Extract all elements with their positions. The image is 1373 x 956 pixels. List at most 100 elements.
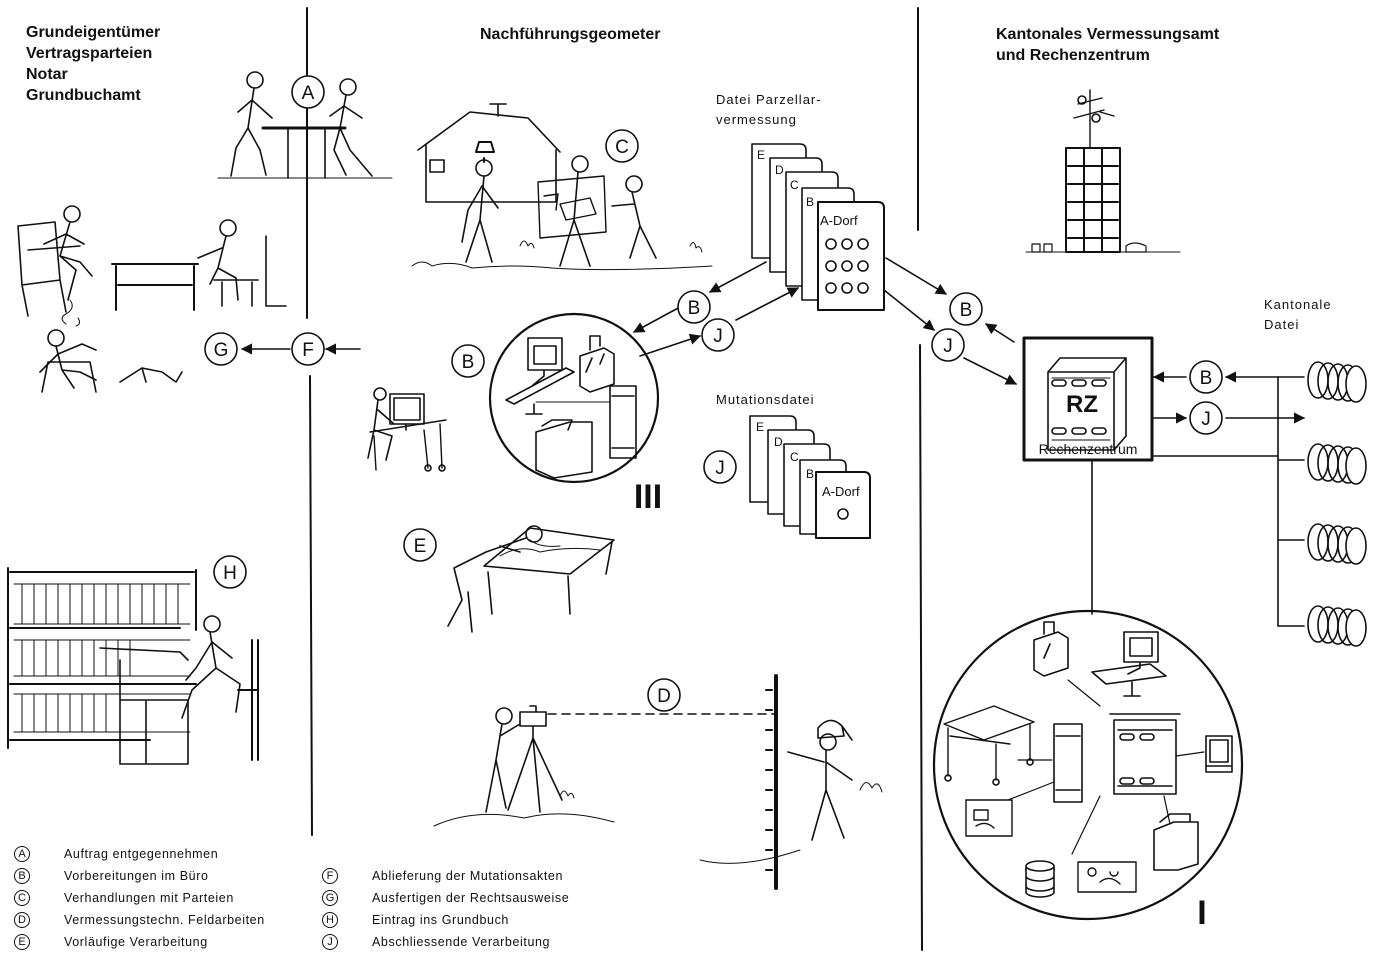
- marker-j-center: J: [701, 318, 735, 352]
- rz-abbr: RZ: [1066, 391, 1098, 418]
- svg-text:B: B: [806, 467, 814, 481]
- marker-e: E: [403, 528, 437, 562]
- card-stack-parzellar: [751, 143, 885, 311]
- label-parzellar: Datei Parzellar- vermessung: [716, 92, 822, 127]
- marker-g: G: [204, 332, 238, 366]
- svg-text:E: E: [414, 536, 427, 557]
- legend-text: Vorläufige Verarbeitung: [64, 935, 208, 949]
- scene-a-meeting: [217, 71, 393, 179]
- label-mutation: Mutationsdatei: [716, 392, 815, 407]
- legend-item-h: H Eintrag ins Grundbuch: [322, 912, 508, 932]
- legend-key: E: [14, 934, 30, 950]
- legend-text: Ausfertigen der Rechtsausweise: [372, 891, 570, 905]
- svg-text:F: F: [302, 340, 314, 361]
- legend-item-b: B Vorbereitungen im Büro: [14, 868, 208, 888]
- legend-text: Vorbereitungen im Büro: [64, 869, 209, 883]
- marker-j-kantonal: J: [1189, 401, 1223, 435]
- marker-j-mutation: J: [703, 450, 737, 484]
- divider-left-lower: [309, 375, 313, 836]
- svg-text:D: D: [657, 686, 671, 707]
- card-letters: E D C B A-Dorf E D C B A-Dorf: [756, 148, 860, 499]
- legend-key: C: [14, 890, 30, 906]
- svg-text:C: C: [790, 450, 799, 464]
- svg-text:C: C: [615, 137, 629, 158]
- svg-text:B: B: [960, 300, 973, 321]
- scene-e-drawing: [447, 525, 615, 633]
- svg-text:J: J: [943, 336, 953, 357]
- legend-item-c: C Verhandlungen mit Parteien: [14, 890, 233, 910]
- marker-j-rz: J: [931, 328, 965, 362]
- marker-d: D: [647, 678, 681, 712]
- svg-text:J: J: [713, 326, 723, 347]
- legend-item-d: D Vermessungstechn. Feldarbeiten: [14, 912, 264, 932]
- legend-item-j: J Abschliessende Verarbeitung: [322, 934, 550, 954]
- column-title-kanton: Kantonales Vermessungsamt und Rechenzent…: [996, 26, 1220, 64]
- legend-text: Ablieferung der Mutationsakten: [372, 869, 564, 883]
- computer-system-small: [488, 312, 660, 484]
- svg-text:B: B: [1200, 368, 1213, 389]
- marker-b-rz: B: [949, 292, 983, 326]
- scene-office-left: [17, 205, 287, 327]
- legend-text: Eintrag ins Grundbuch: [372, 913, 509, 927]
- svg-text:E: E: [756, 420, 764, 434]
- marker-c: C: [605, 129, 639, 163]
- legend-item-f: F Ablieferung der Mutationsakten: [322, 868, 562, 888]
- legend-key: F: [322, 868, 338, 884]
- legend-item-e: E Vorläufige Verarbeitung: [14, 934, 207, 954]
- tape-reels: [1307, 361, 1367, 647]
- column-title-parties: Grundeigentümer Vertragsparteien Notar G…: [26, 24, 161, 104]
- legend-key: A: [14, 846, 30, 862]
- flow-rz-kantonal: [1091, 371, 1306, 627]
- roman-large: I: [1197, 894, 1206, 932]
- rz-box: [1022, 336, 1154, 462]
- legend-text: Verhandlungen mit Parteien: [64, 891, 234, 905]
- flow-cards-rz: [883, 257, 1018, 385]
- scene-b-computer-user: [367, 387, 447, 472]
- legend-key: D: [14, 912, 30, 928]
- legend-item-g: G Ausfertigen der Rechtsausweise: [322, 890, 569, 910]
- divider-right-lower: [919, 344, 923, 951]
- marker-a: A: [291, 75, 325, 109]
- svg-text:J: J: [1201, 409, 1211, 430]
- legend-key: J: [322, 934, 338, 950]
- tower-building: [1025, 89, 1181, 253]
- marker-f: F: [291, 332, 325, 366]
- legend-key: B: [14, 868, 30, 884]
- svg-text:A-Dorf: A-Dorf: [820, 213, 858, 228]
- legend-text: Abschliessende Verarbeitung: [372, 935, 551, 949]
- flow-cards-center: [633, 261, 799, 357]
- scene-c-fieldvisit: [411, 103, 713, 271]
- scene-d-survey: [433, 674, 883, 890]
- svg-text:J: J: [715, 458, 725, 479]
- legend-item-a: A Auftrag entgegennehmen: [14, 846, 218, 866]
- legend-key: H: [322, 912, 338, 928]
- svg-text:D: D: [774, 435, 783, 449]
- card-stack-mutation: [749, 415, 871, 539]
- computer-system-large: [932, 609, 1244, 921]
- svg-text:H: H: [223, 563, 237, 584]
- marker-b-kantonal: B: [1189, 360, 1223, 394]
- label-kantonal: Kantonale Datei: [1264, 297, 1332, 332]
- rz-name: Rechenzentrum: [1039, 441, 1138, 457]
- marker-h: H: [213, 555, 247, 589]
- svg-text:A: A: [302, 83, 315, 104]
- legend-key: G: [322, 890, 338, 906]
- svg-text:B: B: [462, 352, 475, 373]
- svg-text:G: G: [214, 340, 229, 361]
- svg-text:C: C: [790, 178, 799, 192]
- legend-text: Auftrag entgegennehmen: [64, 847, 219, 861]
- marker-b-office: B: [451, 344, 485, 378]
- marker-b-center: B: [677, 290, 711, 324]
- markers: A C B J B G F J E H D B J B J: [204, 75, 1223, 712]
- svg-text:D: D: [775, 163, 784, 177]
- svg-text:E: E: [757, 148, 765, 162]
- svg-text:A-Dorf: A-Dorf: [822, 484, 860, 499]
- legend-text: Vermessungstechn. Feldarbeiten: [64, 913, 265, 927]
- scene-g-person: [39, 329, 183, 393]
- scene-h-archive: [7, 567, 259, 765]
- svg-text:B: B: [688, 298, 701, 319]
- column-title-geometer: Nachführungsgeometer: [480, 26, 661, 43]
- svg-text:B: B: [806, 195, 814, 209]
- roman-small: III: [634, 478, 662, 516]
